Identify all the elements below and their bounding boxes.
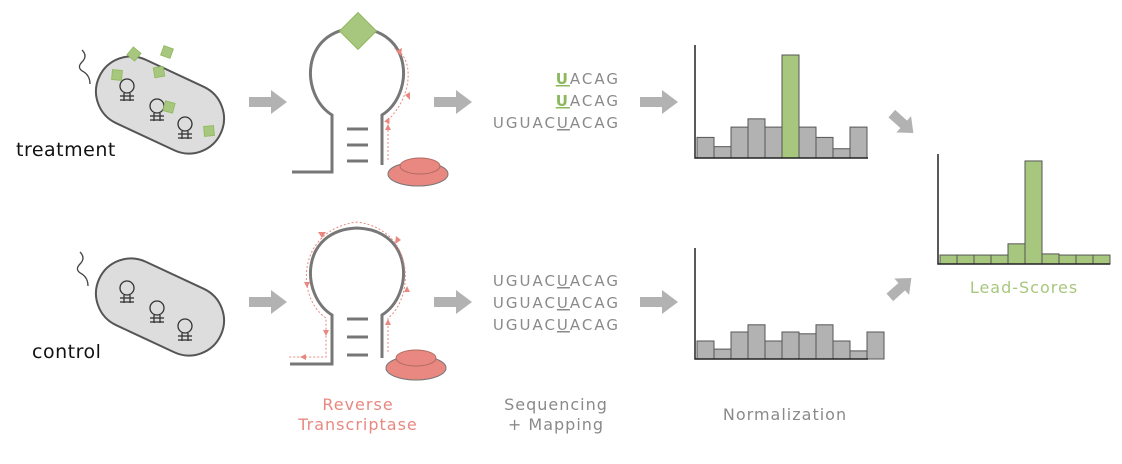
treatment-normalization-chart [694, 45, 868, 159]
arrow-icon [249, 290, 287, 314]
bar [798, 333, 817, 360]
arrow-icon [888, 109, 914, 134]
treatment-rna-hairpin [292, 11, 449, 187]
bar [1041, 253, 1060, 265]
bar [747, 118, 766, 159]
treatment-reads: UACAG UACAG UGUACUACAG [493, 70, 620, 132]
bar [832, 340, 851, 360]
control-normalization-chart [694, 248, 885, 360]
bar [815, 324, 834, 360]
chart-axis [694, 248, 868, 360]
bar [849, 126, 868, 159]
bar [1024, 160, 1043, 265]
reverse-transcriptase-label-2: Transcriptase [297, 415, 418, 434]
bar [1075, 254, 1094, 265]
read-line: UACAG [556, 70, 620, 88]
bar [939, 254, 958, 265]
control-cell [76, 251, 226, 357]
bar [730, 126, 749, 159]
bar [764, 340, 783, 360]
reverse-transcriptase-label: Reverse [322, 395, 393, 414]
bar [798, 126, 817, 159]
bar [815, 136, 834, 159]
read-line: UACAG [556, 92, 620, 110]
bar [730, 331, 749, 360]
bar [849, 350, 868, 360]
arrow-icon [434, 290, 472, 314]
bar [1007, 243, 1026, 265]
bar [866, 331, 885, 360]
bar [696, 136, 715, 159]
bar [973, 254, 992, 265]
control-label: control [32, 341, 101, 363]
arrow-icon [640, 90, 678, 114]
bar [713, 348, 732, 360]
bar [747, 324, 766, 360]
bar [990, 254, 1009, 265]
read-line: UGUACUACAG [493, 272, 620, 290]
read-line: UGUACUACAG [493, 114, 620, 132]
bar [1092, 254, 1111, 265]
bar [781, 331, 800, 360]
mapping-label: + Mapping [508, 415, 604, 434]
bar [832, 148, 851, 159]
ligand-molecules [111, 45, 215, 137]
lead-scores-label: Lead-Scores [970, 278, 1078, 297]
bar [956, 254, 975, 265]
lead-scores-chart [937, 154, 1111, 265]
read-line: UGUACUACAG [493, 294, 620, 312]
arrow-icon [249, 90, 287, 114]
bar [781, 54, 800, 159]
bar [696, 340, 715, 360]
treatment-label: treatment [16, 139, 116, 161]
chart-axis [694, 45, 868, 159]
ligand-diamond [338, 11, 378, 51]
read-line: UGUACUACAG [493, 316, 620, 334]
bar [713, 146, 732, 159]
arrow-icon [434, 90, 472, 114]
control-rna-hairpin [288, 221, 447, 381]
normalization-label: Normalization [723, 405, 847, 424]
sequencing-label: Sequencing [504, 395, 608, 414]
arrow-icon [640, 290, 678, 314]
arrow-icon [886, 277, 912, 302]
chart-axis [937, 154, 1110, 265]
control-reads: UGUACUACAG UGUACUACAG UGUACUACAG [493, 272, 620, 334]
bar [764, 126, 783, 159]
treatment-cell [78, 45, 226, 155]
bar [1058, 254, 1077, 265]
